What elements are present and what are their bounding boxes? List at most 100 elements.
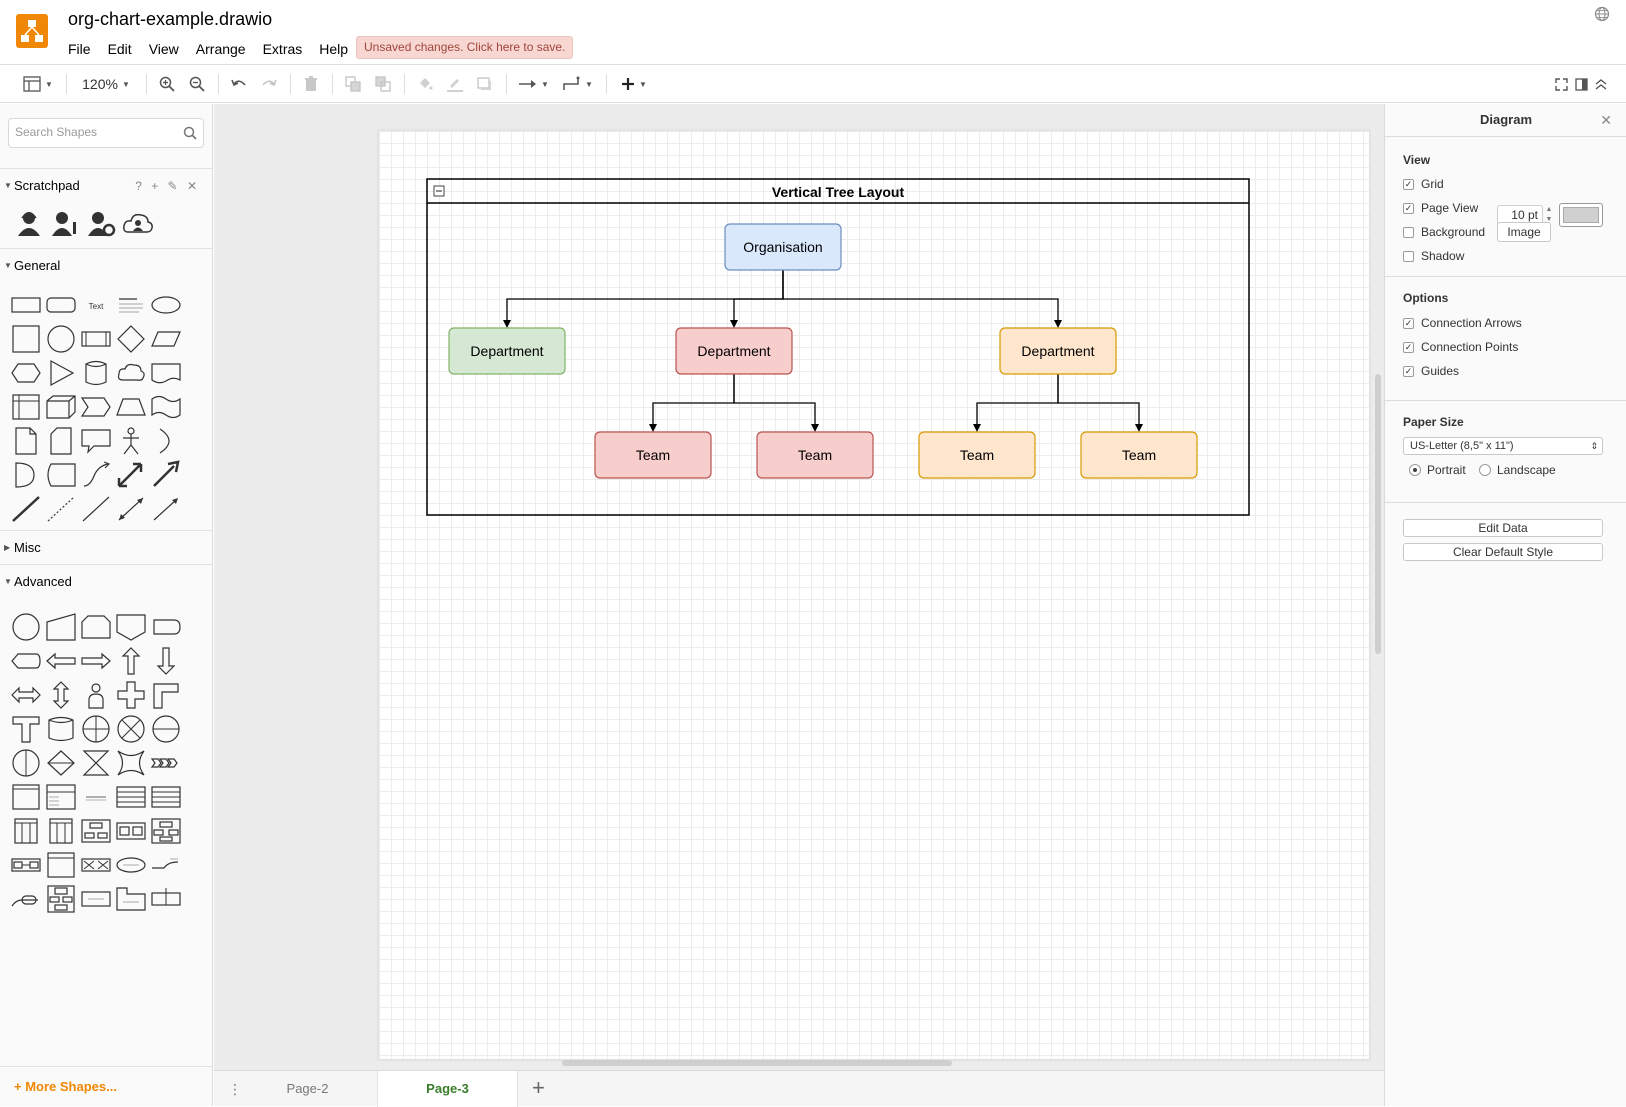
node-team2[interactable]: Team [756,431,874,479]
user-headset-icon[interactable] [14,208,44,238]
shape-item[interactable] [115,426,147,456]
clear-default-style-button[interactable]: Clear Default Style [1403,543,1603,561]
shape-item[interactable] [80,816,112,846]
shape-item[interactable] [45,426,77,456]
line-color-button[interactable] [444,74,466,94]
edge-org-dept2[interactable] [733,270,784,322]
shape-item[interactable] [45,884,77,914]
node-team3[interactable]: Team [918,431,1036,479]
shape-item[interactable] [80,612,112,642]
image-button[interactable]: Image [1497,222,1551,242]
shape-item[interactable] [80,884,112,914]
shape-item[interactable] [80,392,112,422]
grid-checkbox[interactable]: ✓ [1403,178,1414,190]
vertical-dots-icon[interactable]: ⋮ [228,1081,242,1097]
edge-org-dept3[interactable] [782,270,1059,322]
shape-item[interactable] [10,646,42,676]
shape-item[interactable] [150,884,182,914]
section-scratchpad[interactable]: ▼ Scratchpad ? + ✎ ✕ [0,168,212,202]
shape-item[interactable]: Text [80,290,112,320]
user-tools-icon[interactable] [50,208,80,238]
portrait-row[interactable]: Portrait [1409,463,1466,477]
shape-item[interactable] [115,748,147,778]
shadow-row[interactable]: Shadow [1403,249,1464,263]
shape-item[interactable] [115,460,147,490]
portrait-radio[interactable] [1409,464,1421,476]
shape-item[interactable] [45,714,77,744]
shape-item[interactable] [45,494,77,524]
shape-item[interactable] [45,612,77,642]
shape-item[interactable] [80,494,112,524]
shape-item[interactable] [45,680,77,710]
shadow-button[interactable] [474,74,496,94]
edge-org-dept1[interactable] [506,270,784,322]
guides-checkbox[interactable]: ✓ [1403,365,1414,377]
shape-item[interactable] [10,714,42,744]
format-panel-toggle-button[interactable] [1572,74,1590,94]
shape-item[interactable] [45,358,77,388]
background-row[interactable]: Background [1403,225,1485,239]
shape-item[interactable] [10,680,42,710]
shape-item[interactable] [10,884,42,914]
shape-item[interactable] [115,884,147,914]
file-title[interactable]: org-chart-example.drawio [68,9,273,29]
shape-item[interactable] [115,358,147,388]
shape-item[interactable] [150,494,182,524]
shape-item[interactable] [150,426,182,456]
background-checkbox[interactable] [1403,226,1414,238]
edit-data-button[interactable]: Edit Data [1403,519,1603,537]
section-general[interactable]: ▼ General [0,248,212,282]
edge-dept2-team2[interactable] [733,374,816,426]
section-advanced[interactable]: ▼ Advanced [0,564,212,598]
shape-item[interactable] [10,816,42,846]
shape-item[interactable] [80,680,112,710]
edge-dept3-team4[interactable] [1057,374,1140,426]
shape-item[interactable] [45,850,77,880]
shape-item[interactable] [150,358,182,388]
tab-page-2[interactable]: Page-2 [238,1071,378,1107]
grid-size-stepper[interactable]: ▲▼ [1545,206,1553,223]
user-gear-icon[interactable] [86,208,116,238]
close-icon[interactable]: ✕ [1600,112,1612,128]
node-team1[interactable]: Team [594,431,712,479]
shape-item[interactable] [115,494,147,524]
view-panels-button[interactable]: ▼ [20,74,56,94]
shape-item[interactable] [150,782,182,812]
shape-item[interactable] [10,612,42,642]
grid-size-input[interactable]: 10 pt [1497,205,1543,226]
shadow-checkbox[interactable] [1403,250,1414,262]
edge-dept2-team1[interactable] [652,374,735,426]
connection-points-checkbox[interactable]: ✓ [1403,341,1414,353]
shape-item[interactable] [115,782,147,812]
shape-item[interactable] [150,290,182,320]
search-icon[interactable] [183,126,197,140]
menu-view[interactable]: View [148,41,179,57]
shape-item[interactable] [80,714,112,744]
collapse-toolbar-button[interactable] [1592,74,1610,94]
connection-points-row[interactable]: ✓Connection Points [1403,340,1518,354]
grid-row[interactable]: ✓Grid [1403,177,1444,191]
shape-item[interactable] [45,646,77,676]
zoom-in-button[interactable] [156,74,178,94]
globe-icon[interactable] [1594,6,1610,22]
shape-item[interactable] [45,460,77,490]
shape-item[interactable] [150,680,182,710]
node-dept3[interactable]: Department [999,327,1117,375]
shape-item[interactable] [80,748,112,778]
shape-item[interactable] [80,782,112,812]
zoom-select[interactable]: 120%▼ [82,76,130,92]
shape-item[interactable] [10,426,42,456]
fill-color-button[interactable] [414,74,436,94]
connection-style-button[interactable]: ▼ [516,74,552,94]
shape-item[interactable] [10,782,42,812]
diagram[interactable]: Vertical Tree Layout OrganisationDepartm… [379,131,1371,1061]
unsaved-changes-button[interactable]: Unsaved changes. Click here to save. [356,36,574,59]
zoom-out-button[interactable] [186,74,208,94]
shape-item[interactable] [150,612,182,642]
connection-arrows-row[interactable]: ✓Connection Arrows [1403,316,1522,330]
menu-arrange[interactable]: Arrange [195,41,246,57]
shape-item[interactable] [10,460,42,490]
collapse-icon[interactable] [433,185,445,197]
shape-item[interactable] [10,850,42,880]
